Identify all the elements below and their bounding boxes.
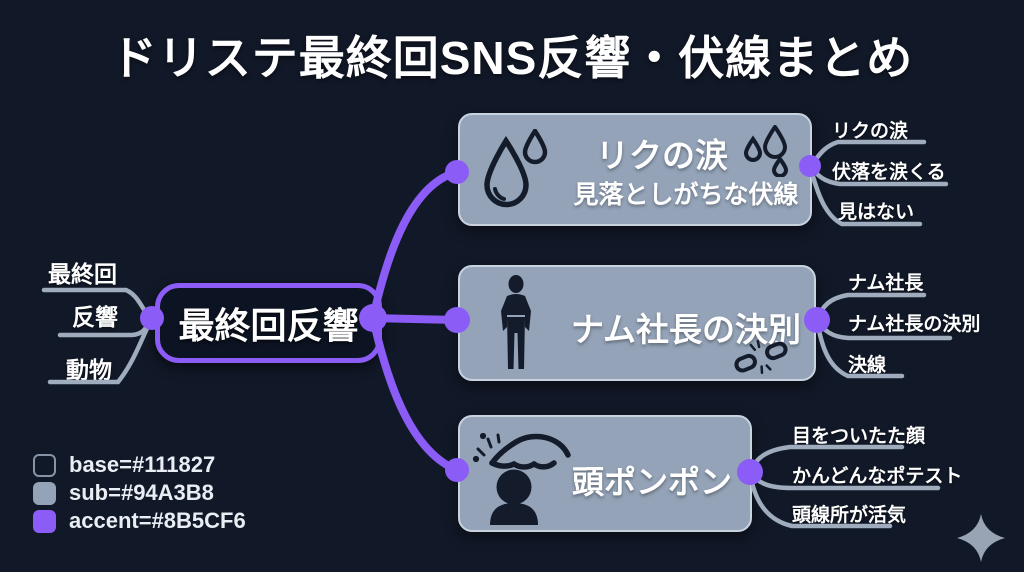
b1-label-1: リクの涙 <box>832 121 909 142</box>
left-label-1: 最終回 <box>48 261 117 287</box>
b2-label-3: 決線 <box>848 355 887 376</box>
water-drops-icon <box>484 129 548 208</box>
accent-color-swatch <box>33 509 56 533</box>
branch-node-tears: リクの涙 見落としがちな伏線 <box>458 113 812 226</box>
broken-chain-icon <box>734 339 788 375</box>
branch-title-president: ナム社長の決別 <box>570 311 801 348</box>
legend-label-sub: sub=#94A3B8 <box>69 480 214 505</box>
b3-label-2: かんどんなポテスト <box>792 466 963 487</box>
center-node-label: 最終回反響 <box>178 305 359 346</box>
b3-label-1: 目をついたた顔 <box>792 426 926 447</box>
b2-label-2: ナム社長の決別 <box>848 314 981 335</box>
left-label-2: 反響 <box>72 304 118 330</box>
base-color-swatch <box>33 453 56 477</box>
branch-subtitle-tears: 見落としがちな伏線 <box>573 181 799 209</box>
branch-node-president: ナム社長の決別 <box>458 265 816 381</box>
sub-color-swatch <box>33 481 56 505</box>
page-title: ドリステ最終回SNS反響・伏線まとめ <box>110 32 914 84</box>
legend-label-base: base=#111827 <box>69 452 216 477</box>
branch-node-headpat: 頭ポンポン <box>458 415 752 532</box>
branch-title-tears: リクの涙 <box>596 137 728 174</box>
b1-label-2: 伏落を涙くる <box>832 162 946 183</box>
accent-branch-wires <box>369 168 461 474</box>
head-pat-icon <box>472 432 571 525</box>
legend-row-sub: sub=#94A3B8 <box>33 479 246 507</box>
legend-row-base: base=#111827 <box>33 451 246 479</box>
b3-label-3: 頭線所が活気 <box>792 505 907 526</box>
left-label-3: 動物 <box>66 357 112 383</box>
businessman-icon <box>501 275 531 369</box>
color-legend: base=#111827 sub=#94A3B8 accent=#8B5CF6 <box>33 451 246 535</box>
b2-label-1: ナム社長 <box>848 273 924 294</box>
legend-row-accent: accent=#8B5CF6 <box>33 507 246 535</box>
b1-label-3: 見はない <box>838 202 915 223</box>
sparkle-icon <box>957 514 1005 562</box>
rain-drops-icon <box>743 125 789 177</box>
branch-title-headpat: 頭ポンポン <box>571 464 732 500</box>
legend-label-accent: accent=#8B5CF6 <box>69 508 246 533</box>
center-node: 最終回反響 <box>155 283 382 363</box>
